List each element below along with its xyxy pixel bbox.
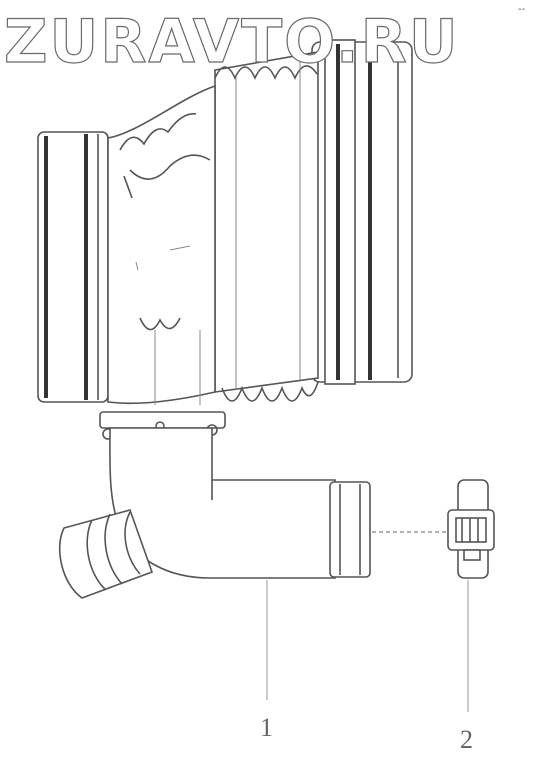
hose-transition <box>107 84 216 405</box>
callout-number-2: 2 <box>460 725 473 754</box>
corner-mark: -- <box>518 4 526 15</box>
hose-right-flange <box>311 39 413 385</box>
hose-left-inlet <box>37 131 109 403</box>
hose-clamp <box>447 479 495 579</box>
hose-bellows-body <box>214 51 319 402</box>
callout-number-1: 1 <box>260 713 273 742</box>
air-intake-hose <box>37 39 413 599</box>
hose-elbow-pipe <box>58 427 336 599</box>
watermark-text: ZURAVTO.RU <box>4 7 460 77</box>
hose-end-collar <box>329 481 371 578</box>
